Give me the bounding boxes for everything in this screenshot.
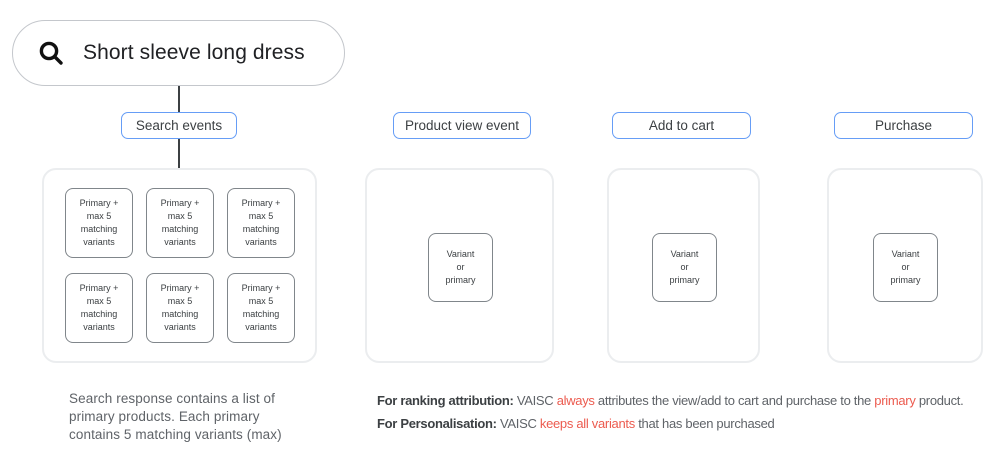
connector-pill-to-label — [178, 86, 180, 112]
primary-variants-box: Primary + max 5 matching variants — [227, 188, 295, 258]
primary-variants-box: Primary + max 5 matching variants — [65, 273, 133, 343]
variant-or-primary-box: Variant or primary — [652, 233, 717, 302]
ranking-note-heading: For ranking attribution: — [377, 393, 514, 408]
label-search-events-text: Search events — [135, 118, 223, 133]
label-add-to-cart: Add to cart — [612, 112, 751, 139]
primary-variants-box: Primary + max 5 matching variants — [65, 188, 133, 258]
label-product-view-event: Product view event — [393, 112, 531, 139]
label-purchase-text: Purchase — [874, 118, 933, 133]
primary-variants-box: Primary + max 5 matching variants — [227, 273, 295, 343]
label-add-to-cart-text: Add to cart — [648, 118, 715, 133]
search-input[interactable]: Short sleeve long dress — [12, 20, 345, 86]
primary-variants-box: Primary + max 5 matching variants — [146, 273, 214, 343]
personalisation-note: For Personalisation: VAISC keeps all var… — [377, 416, 775, 431]
highlight-keeps-all-variants: keeps all variants — [539, 416, 635, 431]
personalisation-note-heading: For Personalisation: — [377, 416, 497, 431]
highlight-always: always — [556, 393, 595, 408]
primary-grid: Primary + max 5 matching variants Primar… — [65, 188, 295, 343]
search-response-note: Search response contains a list of prima… — [69, 391, 282, 443]
variant-or-primary-box: Variant or primary — [428, 233, 493, 302]
label-product-view-event-text: Product view event — [404, 118, 520, 133]
variant-or-primary-box: Variant or primary — [873, 233, 938, 302]
label-search-events: Search events — [121, 112, 237, 139]
connector-label-to-container — [178, 139, 180, 168]
primary-variants-box: Primary + max 5 matching variants — [146, 188, 214, 258]
search-query-text: Short sleeve long dress — [83, 41, 305, 64]
search-icon — [36, 38, 66, 68]
add-to-cart-container: Variant or primary — [607, 168, 760, 363]
highlight-primary: primary — [874, 393, 916, 408]
ranking-attribution-note: For ranking attribution: VAISC always at… — [377, 393, 964, 408]
search-events-container: Primary + max 5 matching variants Primar… — [42, 168, 317, 363]
product-view-container: Variant or primary — [365, 168, 554, 363]
label-purchase: Purchase — [834, 112, 973, 139]
purchase-container: Variant or primary — [827, 168, 983, 363]
